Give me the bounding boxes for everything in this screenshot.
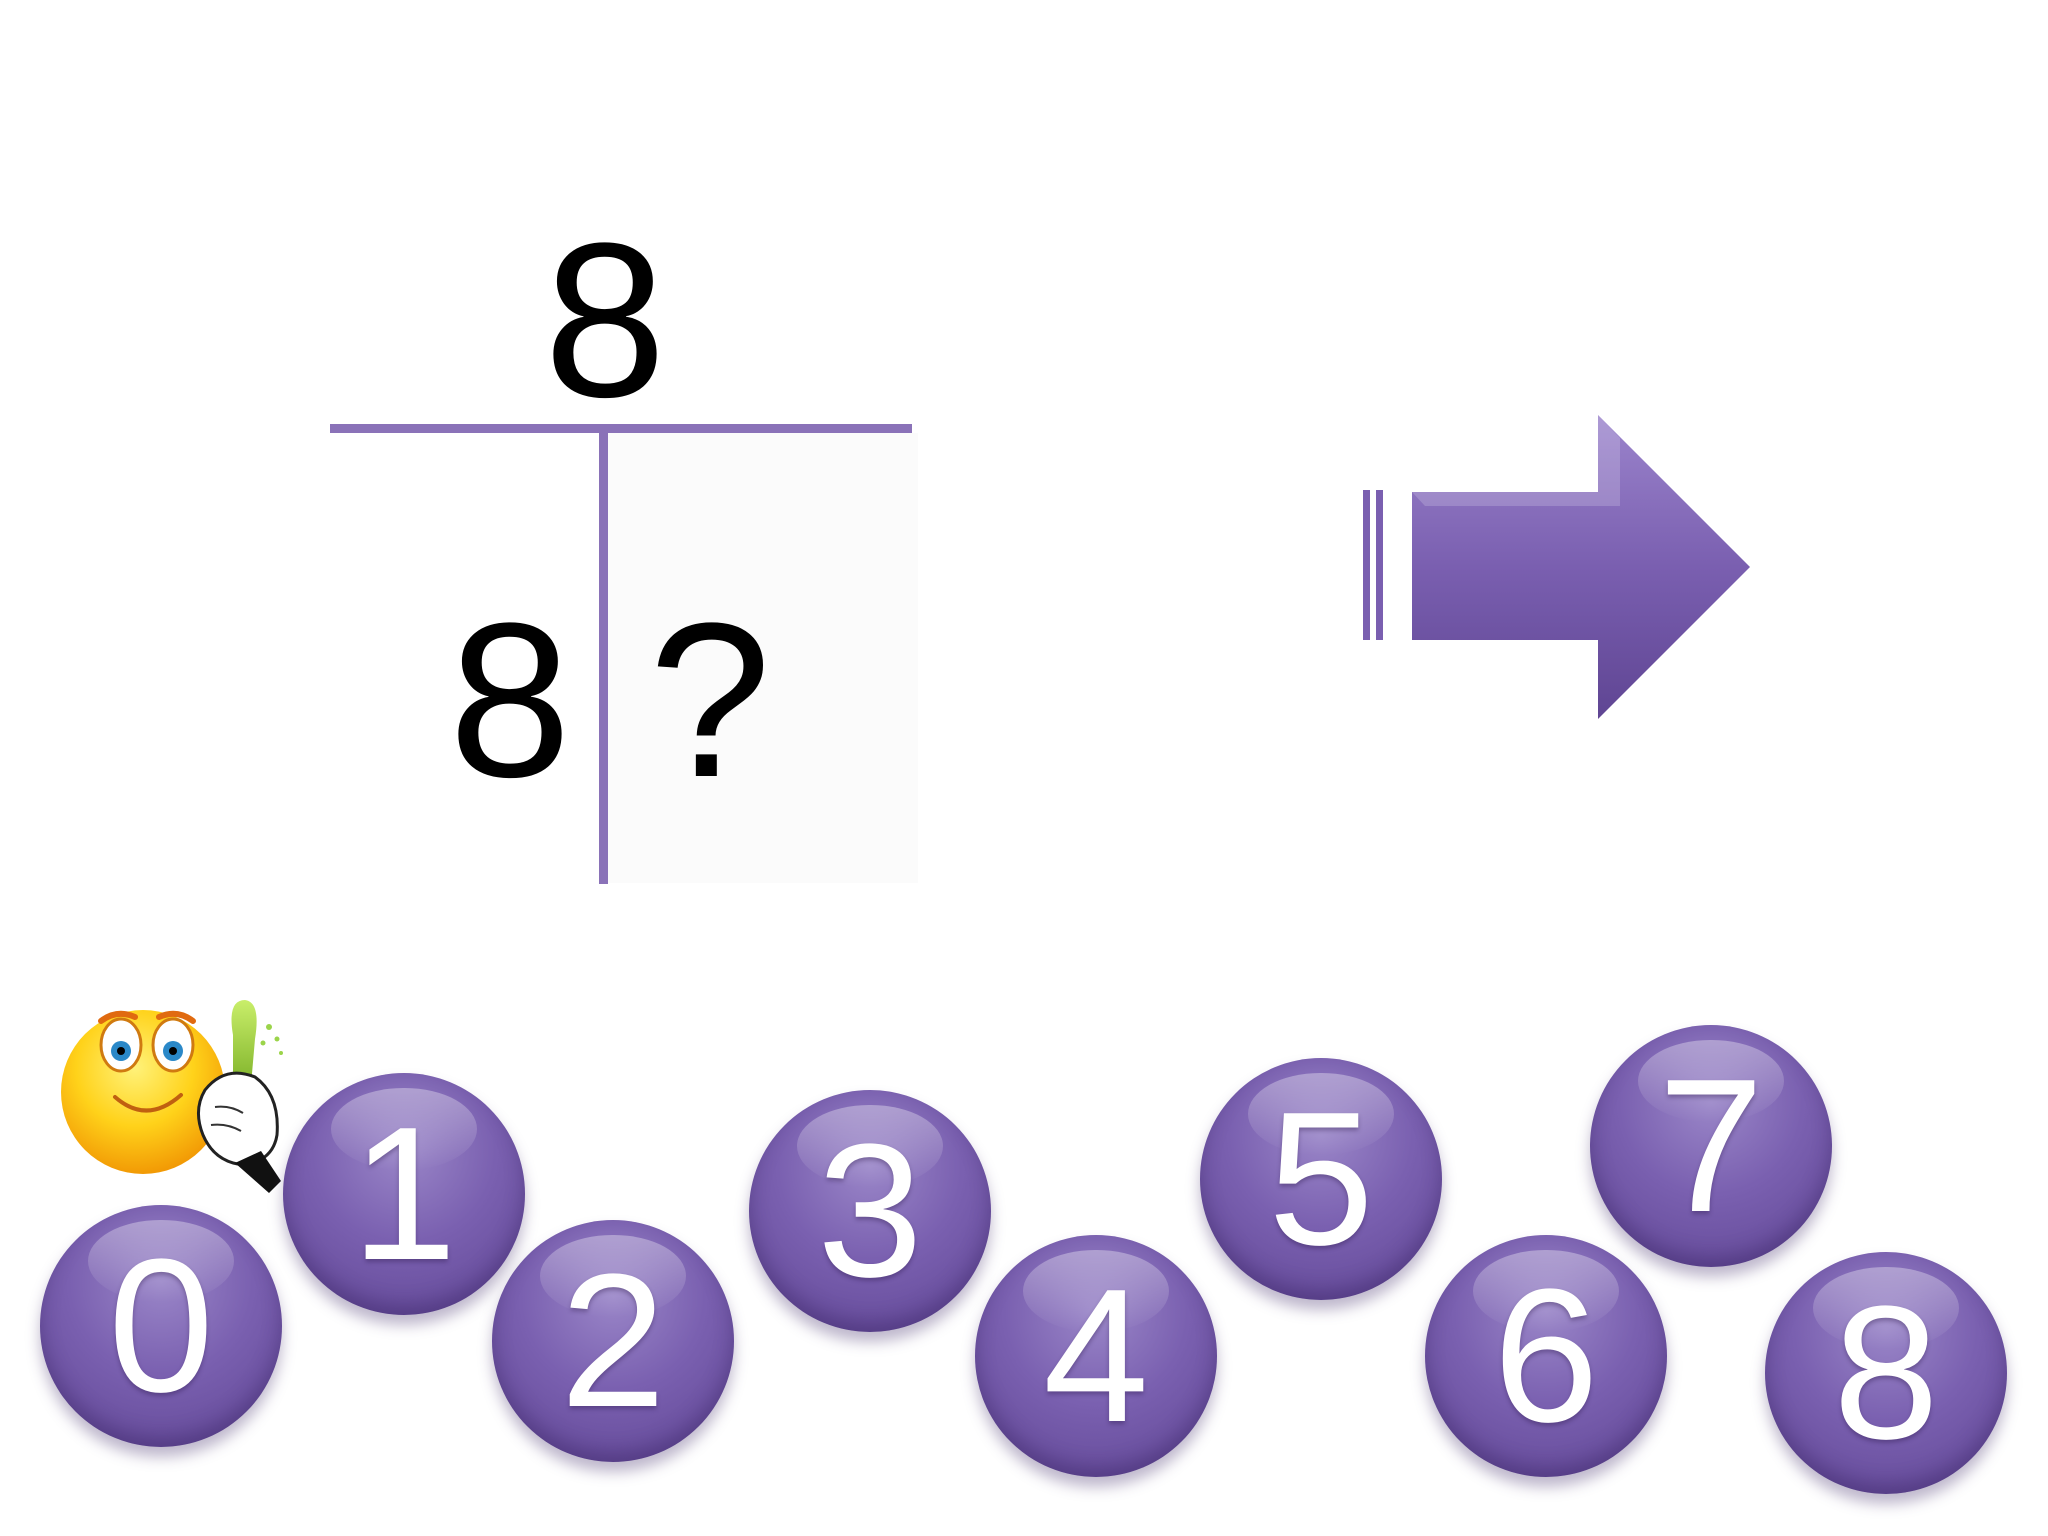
smiley-thumbs-up-icon (55, 995, 295, 1195)
horizontal-divider (330, 424, 912, 433)
answer-ball-label: 0 (108, 1220, 214, 1432)
answer-ball-label: 2 (560, 1235, 666, 1447)
total-number: 8 (543, 197, 667, 443)
arrow-right-icon (1363, 415, 1750, 719)
vertical-divider (599, 431, 608, 884)
known-part-number: 8 (448, 577, 572, 823)
answer-ball-4[interactable]: 4 (975, 1235, 1217, 1477)
answer-ball-label: 6 (1493, 1250, 1599, 1462)
answer-area (608, 433, 918, 883)
unknown-part-placeholder: ? (648, 577, 772, 823)
answer-ball-label: 8 (1833, 1267, 1939, 1479)
answer-ball-3[interactable]: 3 (749, 1090, 991, 1332)
answer-ball-7[interactable]: 7 (1590, 1025, 1832, 1267)
answer-ball-0[interactable]: 0 (40, 1205, 282, 1447)
answer-ball-label: 5 (1268, 1073, 1374, 1285)
answer-ball-label: 7 (1658, 1040, 1764, 1252)
answer-ball-label: 1 (351, 1088, 457, 1300)
answer-ball-label: 3 (817, 1105, 923, 1317)
answer-ball-6[interactable]: 6 (1425, 1235, 1667, 1477)
next-button[interactable] (1355, 410, 1755, 725)
answer-ball-1[interactable]: 1 (283, 1073, 525, 1315)
answer-ball-5[interactable]: 5 (1200, 1058, 1442, 1300)
answer-ball-8[interactable]: 8 (1765, 1252, 2007, 1494)
answer-ball-label: 4 (1043, 1250, 1149, 1462)
answer-ball-2[interactable]: 2 (492, 1220, 734, 1462)
